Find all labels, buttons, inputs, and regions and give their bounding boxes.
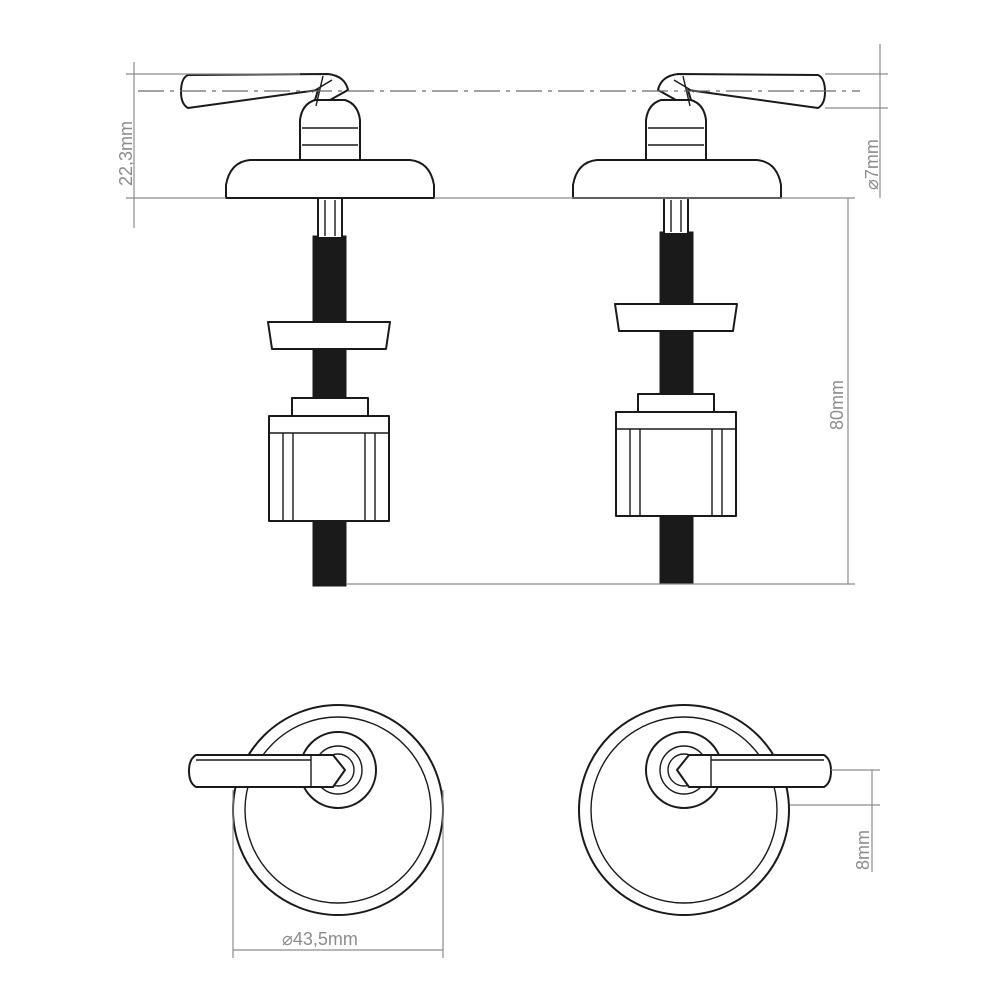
left-hinge-top-view <box>188 704 444 916</box>
right-nut-top <box>637 393 715 413</box>
right-nut-body <box>615 411 737 517</box>
side-view-dimensions: 22,3mm ⌀7mm 80mm <box>116 44 888 585</box>
left-washer <box>267 321 391 350</box>
right-shank <box>663 197 689 235</box>
left-nut-top <box>291 397 369 417</box>
right-washer <box>614 303 738 332</box>
right-boss <box>645 99 707 161</box>
top-view-dimensions: 8mm ⌀43,5mm <box>232 769 880 958</box>
left-flange-inner <box>244 716 432 904</box>
left-flange <box>225 159 435 199</box>
lever-diameter-label: ⌀7mm <box>862 139 882 190</box>
left-boss <box>299 99 361 161</box>
lever-width-label: 8mm <box>853 830 873 870</box>
height-dimension-label: 22,3mm <box>116 121 136 186</box>
right-flange <box>572 159 782 199</box>
left-nut-body <box>268 415 390 522</box>
flange-diameter-label: ⌀43,5mm <box>282 929 358 949</box>
left-shank <box>317 197 343 239</box>
left-lever-top <box>188 754 346 788</box>
left-hinge-side-view <box>180 73 435 587</box>
right-hinge-side-view <box>572 73 826 585</box>
bolt-length-label: 80mm <box>827 380 847 430</box>
right-hinge-top-view <box>578 704 832 916</box>
right-flange-inner <box>590 716 778 904</box>
right-lever-top <box>676 754 832 788</box>
